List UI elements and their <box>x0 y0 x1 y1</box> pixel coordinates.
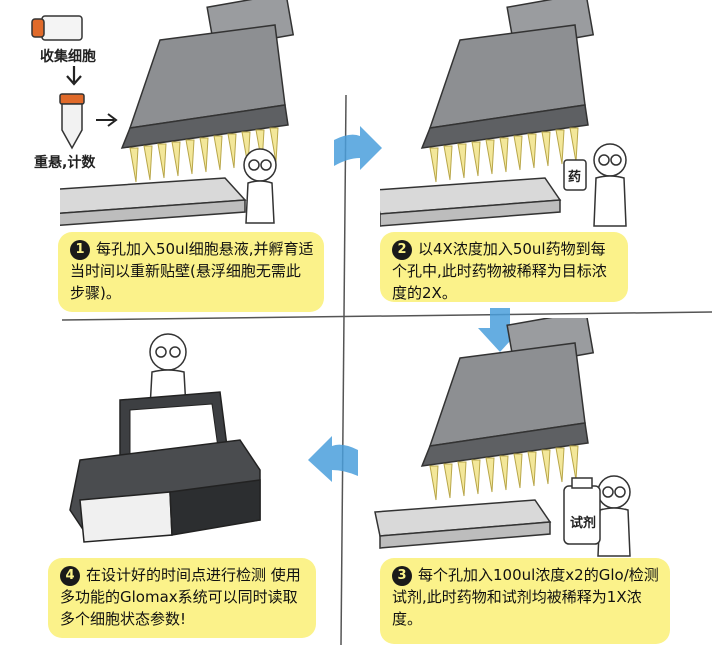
arrow-down-blue-icon <box>478 308 522 352</box>
step-2-text: 以4X浓度加入50ul药物到每个孔中,此时药物被稀释为目标浓度的2X。 <box>392 240 607 302</box>
reagent-bottle-label: 试剂 <box>570 516 597 531</box>
arrow-right-icon <box>96 113 118 127</box>
resuspend-count-label: 重悬,计数 <box>34 155 96 171</box>
arrow-right-blue-icon <box>334 126 382 170</box>
centrifuge-tube-icon <box>59 93 85 150</box>
multichannel-pipette-2 <box>380 0 595 227</box>
arrow-down-icon <box>66 66 82 86</box>
multichannel-pipette-3 <box>374 318 595 549</box>
step-3-number: 3 <box>392 565 412 586</box>
collect-cells-label: 收集细胞 <box>40 49 96 65</box>
step-1-text: 每孔加入50ul细胞悬液,并孵育适当时间以重新贴壁(悬浮细胞无需此步骤)。 <box>70 240 314 302</box>
step-2-number: 2 <box>392 239 412 260</box>
glomax-instrument <box>69 333 261 543</box>
cell-flask-icon <box>31 15 83 41</box>
scientist-with-drug-figure <box>563 143 627 227</box>
multichannel-pipette-1 <box>60 0 295 227</box>
step-3-text: 每个孔加入100ul浓度x2的Glo/检测试剂,此时药物和试剂均被稀释为1X浓度… <box>392 566 659 628</box>
scientist-figure-1 <box>243 148 277 224</box>
step-4-number: 4 <box>60 565 80 586</box>
drug-bottle-label: 药 <box>568 170 582 185</box>
step-4-text: 在设计好的时间点进行检测 使用多功能的Glomax系统可以同时读取多个细胞状态参… <box>60 566 301 628</box>
step-1-number: 1 <box>70 239 90 260</box>
scientist-with-reagent-figure <box>563 475 631 557</box>
arrow-left-icon <box>308 436 358 482</box>
